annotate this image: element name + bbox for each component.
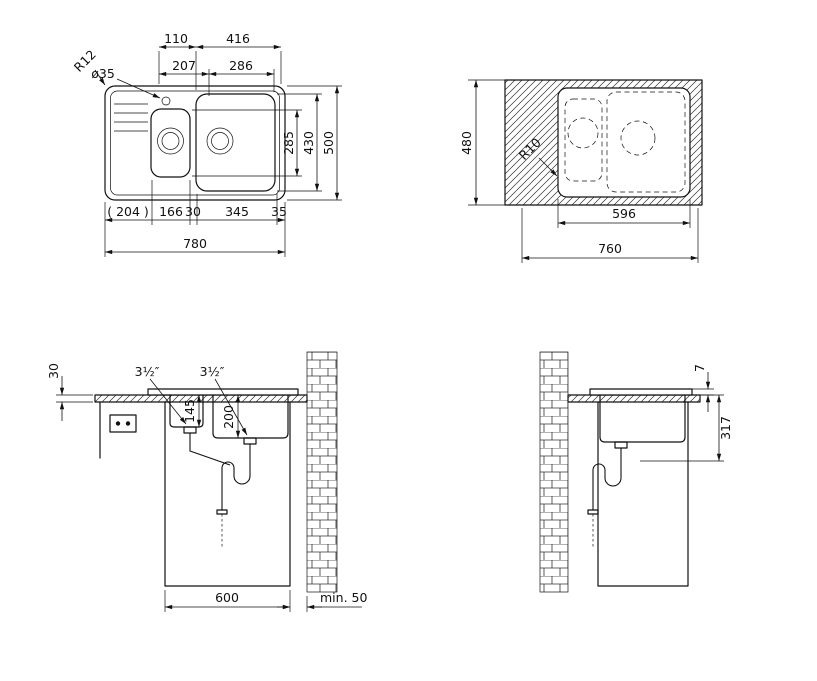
small-bowl-tailpipe <box>189 433 231 466</box>
small-bowl-strainer <box>183 426 197 434</box>
s-trap-side <box>592 463 622 510</box>
large-bowl-drain-inner <box>211 132 229 150</box>
extension-lines-30 <box>56 394 93 403</box>
dim-780: 780 <box>183 236 207 251</box>
dim-500: 500 <box>321 131 336 155</box>
extension-lines-right <box>192 85 342 201</box>
cabinet-outline-side <box>597 401 689 587</box>
large-bowl-strainer <box>243 437 257 445</box>
large-bowl-drain-hidden <box>620 120 656 156</box>
sink-rim-section-side <box>589 388 693 396</box>
leader-tap-right <box>214 378 248 436</box>
dim-30-front: 30 <box>46 363 61 379</box>
dim-317: 317 <box>718 416 733 440</box>
extension-lines-bottom <box>104 180 286 257</box>
sink-rim-inner <box>110 90 280 196</box>
leader-dia35 <box>116 78 161 99</box>
dim-207: 207 <box>172 58 196 73</box>
dim-416: 416 <box>226 31 250 46</box>
small-bowl <box>150 108 191 178</box>
bowl-section-side <box>599 394 686 443</box>
s-trap <box>221 461 251 510</box>
dim-145: 145 <box>182 399 197 423</box>
sink-outline <box>104 85 286 201</box>
small-bowl-drain-inner <box>161 132 180 150</box>
dim-tap-right: 3½″ <box>200 364 225 379</box>
leader-r12 <box>94 69 106 86</box>
dim-204: ( 204 ) <box>107 204 149 219</box>
dim-166: 166 <box>159 204 183 219</box>
dim-430: 430 <box>301 131 316 155</box>
dim-min50: min. 50 <box>320 590 367 605</box>
socket-pin-right <box>125 421 131 426</box>
leader-r10 <box>538 157 558 177</box>
plan-view: 110 416 ø35 207 286 R12 285 430 500 ( 20… <box>71 31 342 257</box>
counter-section <box>94 394 308 403</box>
small-bowl-drain-outer <box>157 127 184 155</box>
extension-lines-top <box>158 51 282 96</box>
front-section-view: 30 3½″ 3½″ 145 200 600 min. 50 <box>46 351 367 612</box>
cutout-view: 480 R10 596 760 <box>459 79 703 263</box>
side-section-view: 7 317 <box>539 351 733 593</box>
dim-7: 7 <box>692 364 707 372</box>
small-bowl-hidden <box>564 98 603 182</box>
large-bowl-drain-outer <box>206 127 234 155</box>
extension-lines-317 <box>640 394 724 462</box>
dim-35: 35 <box>271 204 287 219</box>
leader-tap-left <box>149 378 187 425</box>
strainer-side <box>614 441 628 449</box>
cabinet-outline <box>164 401 291 587</box>
extension-lines-7 <box>692 388 714 396</box>
drainboard-grooves <box>114 103 148 132</box>
socket-pin-left <box>115 421 121 426</box>
dim-dia35: ø35 <box>91 66 115 81</box>
small-bowl-drain-hidden <box>567 117 599 149</box>
large-bowl <box>195 93 276 192</box>
waste-socket-side <box>587 509 599 515</box>
dim-tap-left: 3½″ <box>135 364 160 379</box>
counter-section-side <box>567 394 701 403</box>
dim-200: 200 <box>221 405 236 429</box>
dim-596: 596 <box>612 206 636 221</box>
dim-345: 345 <box>225 204 249 219</box>
dim-285: 285 <box>281 131 296 155</box>
dim-600: 600 <box>215 590 239 605</box>
cutout-opening <box>557 87 691 198</box>
dim-480: 480 <box>459 131 474 155</box>
sink-rim-section <box>147 388 299 396</box>
wall-brick-side <box>539 351 569 593</box>
large-bowl-hidden <box>606 91 686 193</box>
power-socket <box>109 414 137 433</box>
dim-30-plan: 30 <box>185 204 201 219</box>
dim-286: 286 <box>229 58 253 73</box>
waste-socket <box>216 509 228 515</box>
dim-110: 110 <box>164 31 188 46</box>
wall-brick <box>306 351 338 593</box>
faucet-hole <box>161 96 171 106</box>
dim-760: 760 <box>598 241 622 256</box>
extension-lines-760 <box>521 208 699 263</box>
